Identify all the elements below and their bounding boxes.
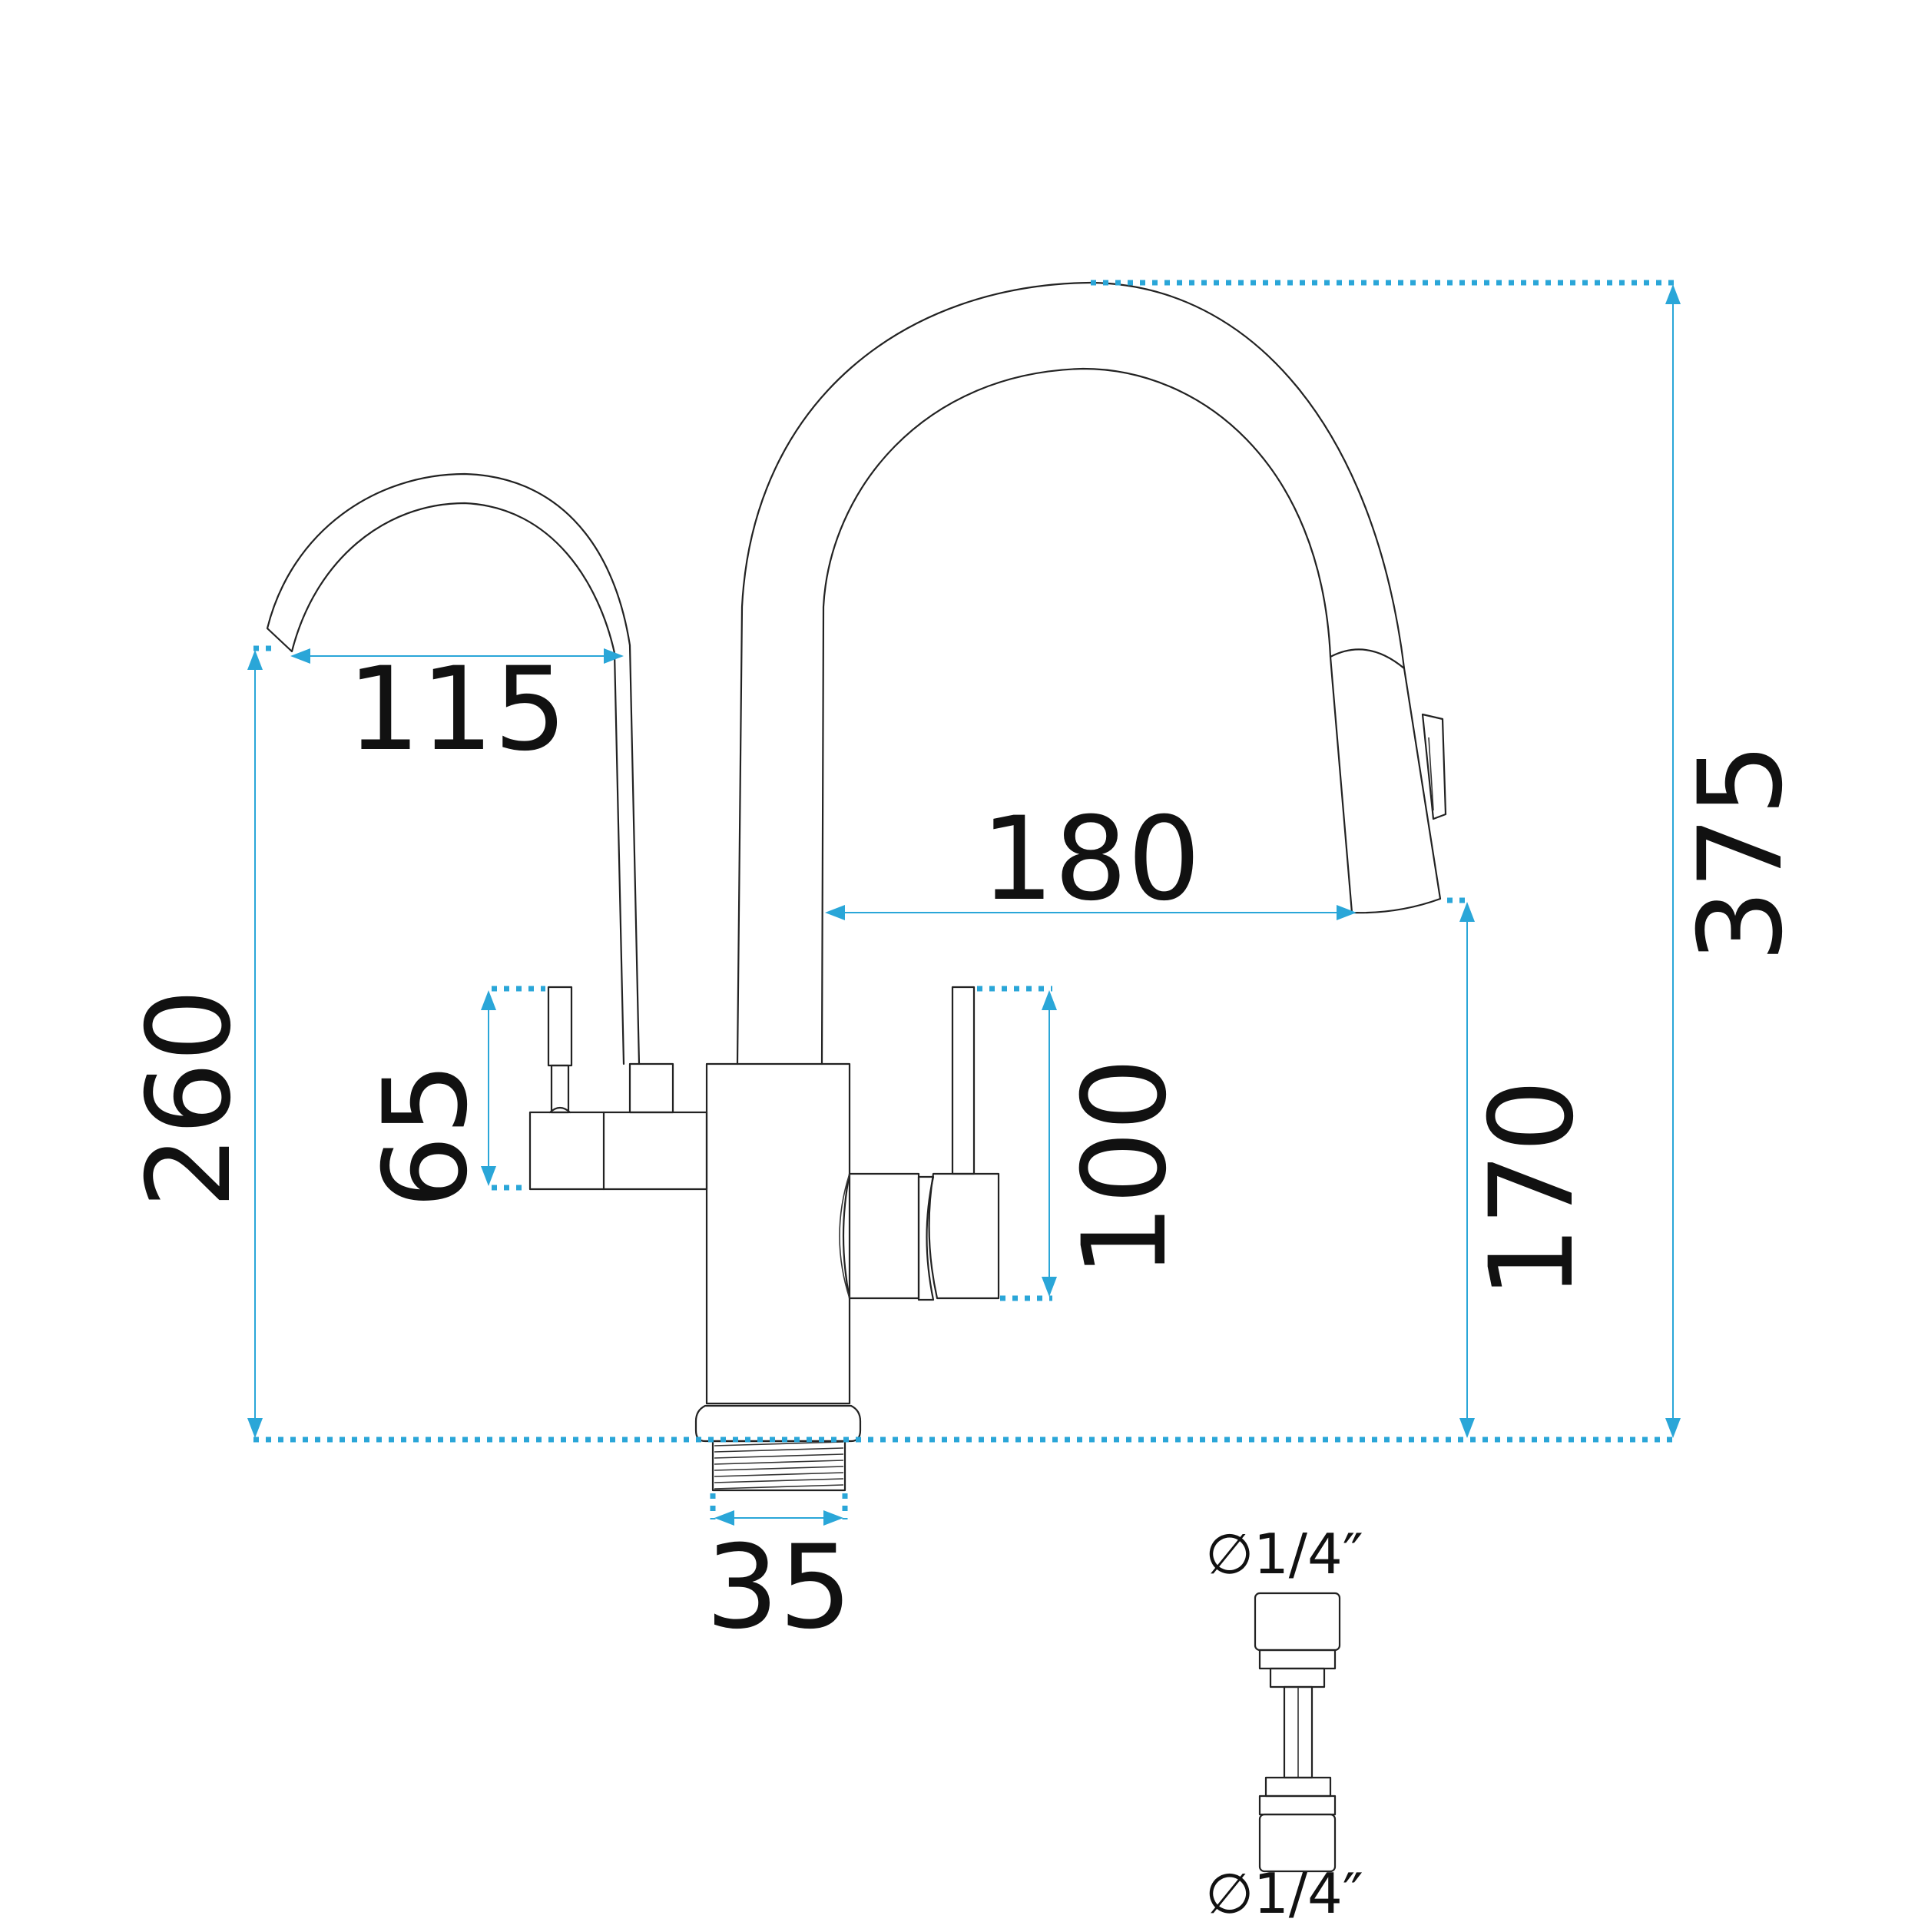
- base-ring: [694, 1404, 862, 1443]
- dim-375-arrow-bottom: [1665, 1418, 1681, 1438]
- lever-housing-curve: [839, 1173, 850, 1299]
- left-lever-stem: [550, 1064, 570, 1114]
- adapter-fitting: ∅1/4″ ∅1/4″: [1205, 1522, 1363, 1926]
- adapter-top-label: ∅1/4″: [1205, 1522, 1363, 1586]
- adapter-top-ring: [1258, 1649, 1337, 1670]
- dim-115-arrow-left: [290, 648, 310, 664]
- main-spout: [736, 281, 1406, 1065]
- left-lever-foot: [548, 1106, 571, 1114]
- label-35: 35: [706, 1521, 853, 1655]
- left-valve-arm: [528, 1111, 708, 1191]
- right-lever-body: [928, 1172, 1000, 1300]
- dim-100-arrow-top: [1042, 990, 1057, 1010]
- label-180: 180: [981, 793, 1201, 926]
- label-100: 100: [1058, 1058, 1192, 1278]
- adapter-top-cap: [1254, 1592, 1341, 1652]
- adapter-lower-neck: [1264, 1776, 1332, 1798]
- label-260: 260: [123, 989, 257, 1208]
- label-375: 375: [1675, 743, 1808, 963]
- small-spout-socket: [628, 1062, 674, 1114]
- adapter-bottom-label: ∅1/4″: [1205, 1861, 1363, 1926]
- spray-head: [1329, 648, 1442, 914]
- faucet-drawing: [266, 281, 1447, 1492]
- dimension-labels: 115 180 35 375 260 170 100 65: [123, 643, 1808, 1655]
- adapter-bottom-cap: [1258, 1813, 1337, 1873]
- dim-375-arrow-top: [1665, 284, 1681, 304]
- label-65: 65: [359, 1062, 493, 1209]
- dim-180-arrow-left: [825, 905, 845, 920]
- label-170: 170: [1466, 1079, 1599, 1299]
- dim-180-arrow-right: [1337, 905, 1357, 920]
- label-115: 115: [347, 643, 567, 777]
- adapter-bottom-ring: [1258, 1794, 1337, 1816]
- lever-housing: [842, 1172, 920, 1300]
- right-lever-handle: [951, 986, 976, 1175]
- dim-65-arrow-top: [481, 990, 496, 1010]
- spray-head-button: [1421, 713, 1447, 820]
- main-spout-inner: [820, 367, 1332, 1065]
- dim-260-arrow-top: [247, 650, 263, 670]
- dim-100-arrow-bottom: [1042, 1277, 1057, 1297]
- dim-170-arrow-bottom: [1459, 1418, 1475, 1438]
- dim-35-arrow-right: [823, 1510, 843, 1526]
- main-body: [705, 1062, 851, 1405]
- adapter-neck: [1269, 1667, 1326, 1688]
- dim-115-arrow-right: [604, 648, 624, 664]
- spray-head-seam: [1428, 737, 1434, 811]
- dim-260-arrow-bottom: [247, 1418, 263, 1438]
- dim-65-arrow-bottom: [481, 1166, 496, 1186]
- small-spout: [266, 472, 641, 1065]
- dim-170-arrow-top: [1459, 902, 1475, 922]
- dimension-lines: [247, 280, 1681, 1526]
- threaded-shank: [711, 1440, 846, 1492]
- left-lever-handle: [547, 986, 573, 1067]
- dim-35-arrow-left: [714, 1510, 734, 1526]
